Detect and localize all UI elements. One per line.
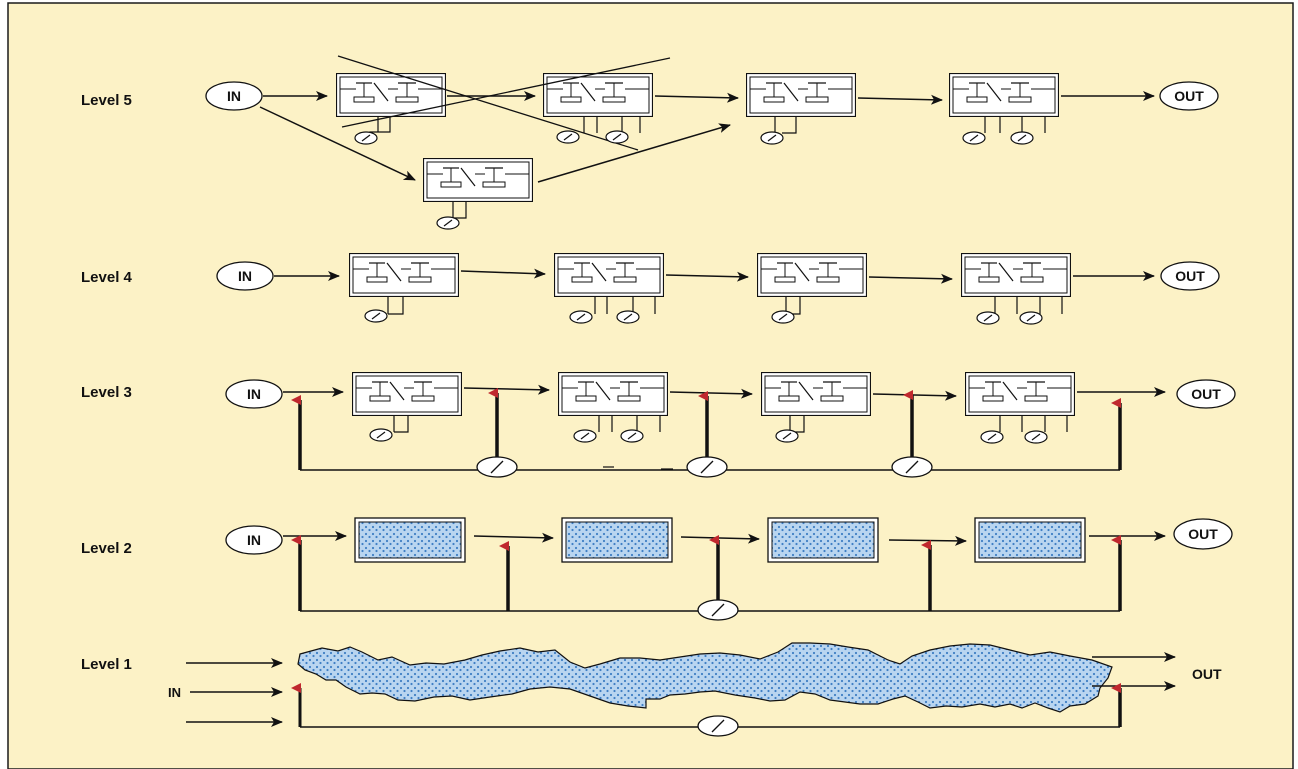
level-1-flow-blob <box>297 642 1113 713</box>
level-3-meter-4b <box>1024 430 1048 444</box>
level-2-process-box-4 <box>974 517 1086 563</box>
level-4-row: Level 4 IN OUT <box>81 253 1220 325</box>
level-3-process-box-3 <box>761 372 871 416</box>
level-4-out-node: OUT <box>1160 261 1220 291</box>
level-4-process-box-3 <box>757 253 867 297</box>
level-5-meter-branch <box>436 216 460 230</box>
level-3-meter-1 <box>369 428 393 442</box>
level-3-meter-3 <box>775 429 799 443</box>
level-4-meter-4a <box>976 311 1000 325</box>
level-5-meter-3 <box>760 131 784 145</box>
level-3-meters <box>393 416 1068 433</box>
level-5-meter-2a <box>556 130 580 144</box>
level-1-label: Level 1 <box>81 656 132 673</box>
level-5-meter-1 <box>354 131 378 145</box>
level-2-process-box-2 <box>561 517 673 563</box>
level-3-row: Level 3 IN OUT <box>81 372 1236 478</box>
level-2-row: Level 2 IN OUT <box>81 517 1233 621</box>
level-4-meter-3 <box>771 310 795 324</box>
level-1-row: Level 1 IN OUT <box>81 642 1222 737</box>
level-4-process-box-4 <box>961 253 1071 297</box>
level-4-process-box-1 <box>349 253 459 297</box>
level-2-bus-meter <box>697 599 739 621</box>
level-3-process-box-1 <box>352 372 462 416</box>
level-1-in-label: IN <box>168 685 181 700</box>
level-3-meter-2a <box>573 429 597 443</box>
level-5-process-box-1 <box>336 73 446 117</box>
level-3-bus-meters <box>476 456 933 478</box>
level-3-meter-4a <box>980 430 1004 444</box>
level-3-in-node: IN <box>225 379 283 409</box>
level-1-out-label: OUT <box>1192 666 1222 682</box>
level-5-in-node: IN <box>205 81 263 111</box>
level-5-process-box-branch <box>423 158 533 202</box>
level-3-meter-2b <box>620 429 644 443</box>
level-4-meter-1 <box>364 309 388 323</box>
level-3-label: Level 3 <box>81 384 132 401</box>
level-5-meter-2b <box>605 130 629 144</box>
level-5-process-box-2 <box>543 73 653 117</box>
level-4-in-label: IN <box>238 268 252 284</box>
level-2-out-node: OUT <box>1173 518 1233 550</box>
level-4-out-label: OUT <box>1175 268 1205 284</box>
level-3-in-label: IN <box>247 386 261 402</box>
level-2-in-label: IN <box>247 532 261 548</box>
level-2-process-box-1 <box>354 517 466 563</box>
level-3-out-node: OUT <box>1176 379 1236 409</box>
level-2-in-node: IN <box>225 525 283 555</box>
level-2-out-label: OUT <box>1188 526 1218 542</box>
level-2-label: Level 2 <box>81 540 132 557</box>
level-4-label: Level 4 <box>81 269 133 286</box>
level-4-meter-2b <box>616 310 640 324</box>
level-5-process-box-3 <box>746 73 856 117</box>
level-1-bus-meter <box>697 715 739 737</box>
level-5-process-box-4 <box>949 73 1059 117</box>
level-4-meter-2a <box>569 310 593 324</box>
level-4-process-box-2 <box>554 253 664 297</box>
level-5-out-label: OUT <box>1174 88 1204 104</box>
level-5-meter-4a <box>962 131 986 145</box>
level-5-row: Level 5 IN OUT <box>81 55 1219 230</box>
level-5-meter-4b <box>1010 131 1034 145</box>
level-4-meters <box>387 297 1063 315</box>
level-3-out-label: OUT <box>1191 386 1221 402</box>
level-4-in-node: IN <box>216 261 274 291</box>
level-5-in-label: IN <box>227 88 241 104</box>
level-2-process-box-3 <box>767 517 879 563</box>
level-4-meter-4b <box>1019 311 1043 325</box>
level-3-process-box-2 <box>558 372 668 416</box>
level-5-label: Level 5 <box>81 92 132 109</box>
level-3-process-box-4 <box>965 372 1075 416</box>
level-5-out-node: OUT <box>1159 81 1219 111</box>
